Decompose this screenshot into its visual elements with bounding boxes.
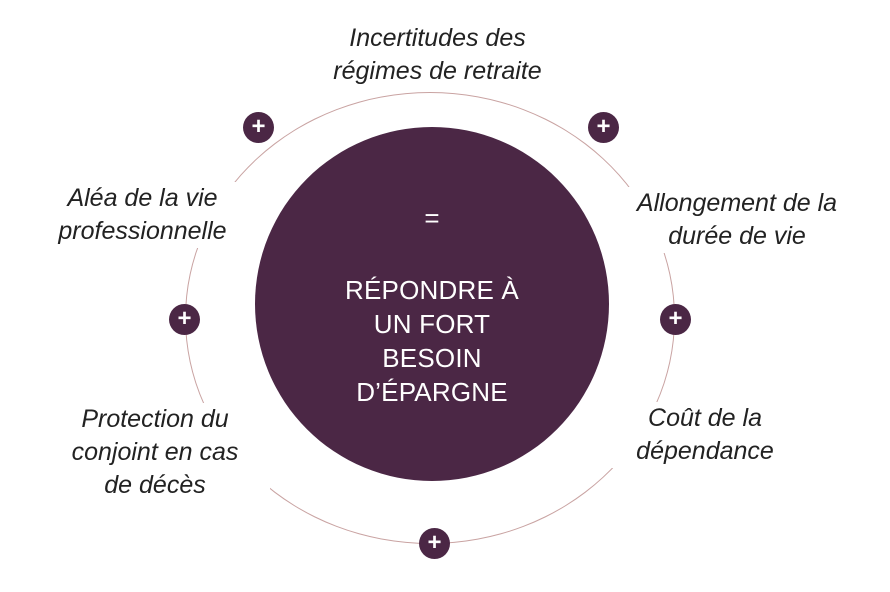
center-line: RÉPONDRE À — [345, 275, 519, 305]
factor-line: régimes de retraite — [333, 57, 542, 85]
plus-icon[interactable]: + — [169, 304, 200, 335]
factor-line: Allongement de la — [636, 189, 838, 217]
factor-dependency-cost: Coût de la dépendance — [600, 402, 810, 468]
plus-icon[interactable]: + — [243, 112, 274, 143]
factor-line: Aléa de la vie — [67, 184, 218, 212]
factor-line: Coût de la — [648, 404, 762, 432]
center-line: D’ÉPARGNE — [356, 377, 508, 407]
factor-line: conjoint en cas — [71, 438, 239, 466]
center-line: BESOIN — [382, 343, 482, 373]
factor-retirement-uncertainty: Incertitudes des régimes de retraite — [300, 22, 575, 88]
equals-sign: = — [424, 203, 440, 233]
factor-line: de décès — [104, 471, 206, 499]
plus-icon[interactable]: + — [660, 304, 691, 335]
factor-line: Incertitudes des — [349, 24, 526, 52]
plus-icon[interactable]: + — [419, 528, 450, 559]
center-statement: RÉPONDRE À UN FORT BESOIN D’ÉPARGNE — [295, 273, 569, 409]
factor-career-hazard: Aléa de la vie professionnelle — [30, 182, 255, 248]
factor-longevity: Allongement de la durée de vie — [612, 187, 862, 253]
factor-line: Protection du — [81, 405, 229, 433]
center-line: UN FORT — [373, 309, 491, 339]
factor-spouse-protection: Protection du conjoint en cas de décès — [40, 403, 270, 502]
factor-line: professionnelle — [58, 217, 227, 245]
plus-icon[interactable]: + — [588, 112, 619, 143]
center-circle: = RÉPONDRE À UN FORT BESOIN D’ÉPARGNE — [255, 127, 609, 481]
factor-line: durée de vie — [668, 222, 806, 250]
factor-line: dépendance — [636, 437, 774, 465]
